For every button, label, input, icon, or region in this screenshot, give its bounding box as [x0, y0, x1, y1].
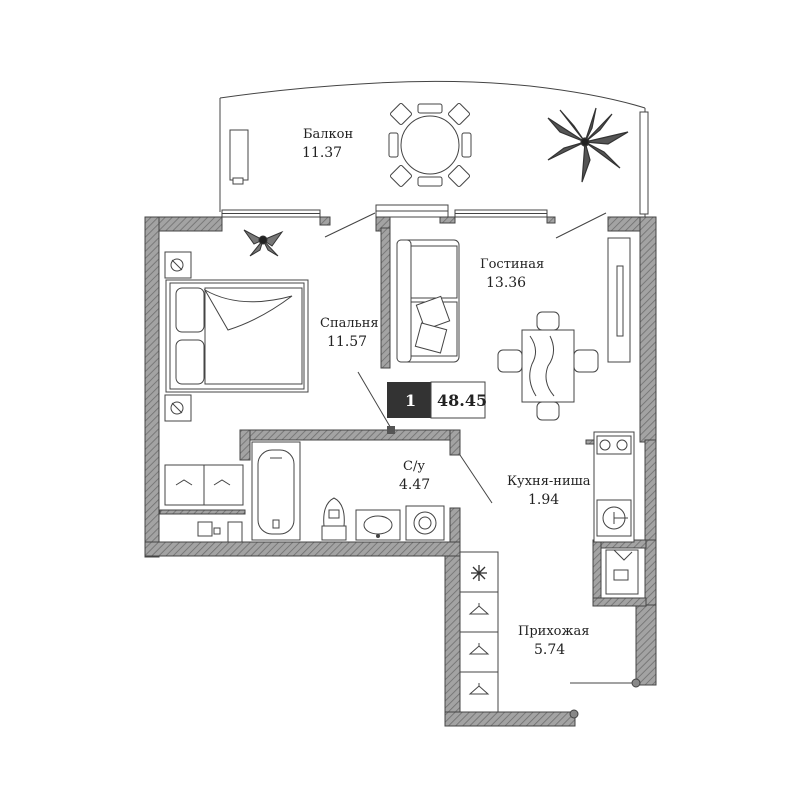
- hanger-icon: [468, 603, 490, 615]
- balcony-lounger-foot: [232, 177, 244, 185]
- balcony-name: Балкон: [303, 127, 353, 142]
- washing-machine: [405, 505, 445, 541]
- bedroom: Спальня 11.57: [164, 229, 379, 543]
- balcony-area: 11.37: [302, 145, 342, 161]
- balcony: Балкон 11.37: [219, 80, 649, 218]
- hanger-icon: [468, 643, 490, 655]
- palm-plant-icon: [547, 107, 629, 183]
- double-bed: [165, 279, 309, 393]
- bedroom-name: Спальня: [320, 316, 379, 331]
- kitchen-area: 1.94: [528, 492, 559, 508]
- balcony-windows: [221, 204, 548, 218]
- sofa: [396, 239, 460, 363]
- living-area: 13.36: [486, 275, 526, 291]
- kitchen-name: Кухня-ниша: [507, 474, 591, 489]
- balcony-right-post: [639, 111, 649, 215]
- bathtub: [251, 441, 301, 541]
- snowflake-icon: [471, 565, 487, 581]
- balcony-lounger: [229, 129, 249, 181]
- bathroom: С/у 4.47: [251, 441, 445, 541]
- badge-total-area: 48.45: [437, 391, 487, 410]
- bathroom-name: С/у: [403, 459, 425, 474]
- boiler: [197, 521, 213, 537]
- hallway-area: 5.74: [534, 642, 565, 658]
- bedroom-area: 11.57: [327, 334, 367, 350]
- dining-table: [497, 311, 599, 421]
- walls: [144, 216, 657, 727]
- tv-unit: [607, 237, 631, 363]
- hanger-icon: [468, 683, 490, 695]
- door-lines: [324, 212, 641, 719]
- badge-rooms-box: [387, 382, 431, 418]
- living-room: Гостиная 13.36: [396, 237, 631, 421]
- bathroom-area: 4.47: [399, 477, 430, 493]
- sink: [355, 509, 401, 541]
- wardrobe: [164, 464, 244, 506]
- hallway: Прихожая 5.74: [459, 551, 589, 713]
- plant-icon: [243, 229, 284, 257]
- badge-rooms-count: 1: [405, 391, 416, 410]
- badge-area-box: [430, 381, 486, 419]
- kitchen: Кухня-ниша 1.94: [507, 431, 639, 595]
- toilet: [321, 497, 347, 541]
- balcony-table-set: [388, 103, 472, 187]
- hallway-name: Прихожая: [518, 624, 589, 639]
- living-name: Гостиная: [480, 257, 544, 272]
- balcony-outer-edge: [219, 80, 646, 109]
- apartment-badge: 1 48.45: [387, 381, 487, 419]
